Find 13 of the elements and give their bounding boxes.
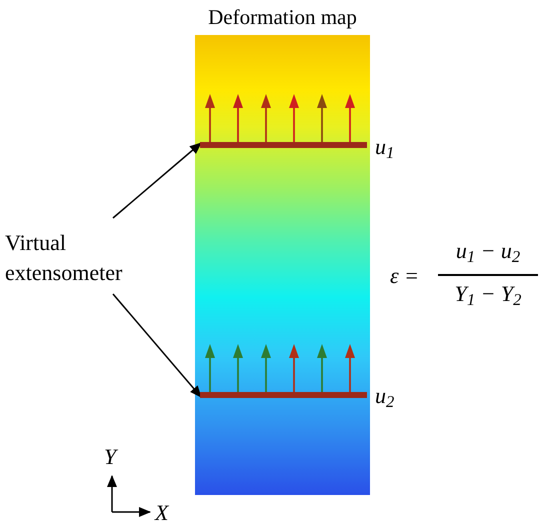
callout-text: Virtual extensometer bbox=[5, 228, 155, 292]
axis-label: X bbox=[155, 502, 168, 524]
extensometer-bar bbox=[200, 142, 367, 148]
axis-label: Y bbox=[104, 446, 116, 468]
arrow bbox=[112, 294, 202, 398]
arrow bbox=[112, 142, 202, 219]
title: Deformation map bbox=[207, 4, 358, 31]
displacement-label: u$_{1}$ bbox=[375, 136, 394, 158]
displacement-label: u$_{2}$ bbox=[375, 385, 394, 407]
extensometer-bar bbox=[200, 392, 367, 398]
equation-lhs: ε = bbox=[390, 265, 420, 287]
equation-numerator: u$_{1}$ − u$_{2}$ bbox=[454, 240, 522, 262]
equation-denominator: Y$_{1}$ − Y$_{2}$ bbox=[454, 283, 522, 305]
